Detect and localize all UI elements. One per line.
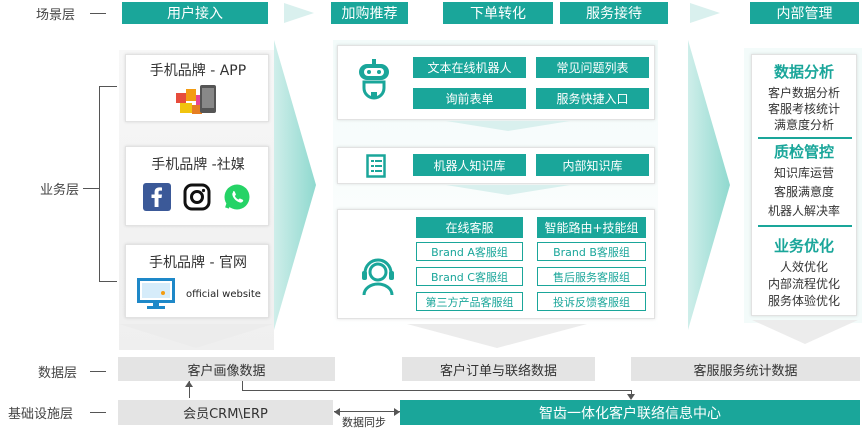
item-bot-resolution-rate: 机器人解决率: [767, 204, 840, 218]
label-dash: [90, 371, 106, 372]
channel-title-social: 手机品牌 -社媒: [151, 157, 245, 173]
connector-line: [189, 381, 190, 398]
down-triangle: [119, 324, 273, 348]
infra-contact-center: 智齿一体化客户联络信息中心: [400, 400, 860, 425]
flow-arrow-right: [688, 40, 744, 354]
infra-crm-erp: 会员CRM\ERP: [118, 400, 333, 425]
facebook-icon: [143, 183, 171, 215]
group-after-sales: 售后服务客服组: [537, 267, 646, 286]
panel-chatbot: 文本在线机器人 常见问题列表 询前表单 服务快捷入口: [337, 45, 655, 120]
item-experience-optimization: 服务体验优化: [767, 294, 840, 308]
layer-label-data: 数据层: [38, 366, 78, 381]
panel-knowledge: 机器人知识库 内部知识库: [337, 147, 655, 184]
down-triangle: [407, 324, 587, 348]
scene-service-reception: 服务接待: [560, 2, 668, 24]
panel-down-arrow: [446, 185, 570, 195]
data-order-contact: 客户订单与联络数据: [402, 357, 595, 381]
label-dash: [83, 188, 99, 189]
layer-label-business: 业务层: [40, 183, 80, 198]
connector-line: [242, 390, 631, 391]
whatsapp-icon: [223, 183, 251, 215]
item-service-evaluation: 客服考核统计: [767, 102, 840, 116]
robot-icon: [356, 58, 392, 104]
flow-arrow-left: [274, 40, 330, 354]
channel-title-app: 手机品牌 - APP: [149, 63, 247, 79]
btn-pre-inquiry-form: 询前表单: [413, 88, 526, 109]
website-caption: official website: [186, 289, 261, 300]
scene-arrow: [690, 3, 720, 23]
layer-label-scene: 场景层: [36, 8, 76, 23]
section-divider: [758, 137, 852, 139]
sync-arrow-right: [394, 408, 400, 416]
sync-arrow-left: [334, 408, 340, 416]
item-customer-data-analysis: 客户数据分析: [767, 86, 840, 100]
header-smart-routing: 智能路由+技能组: [537, 217, 646, 238]
data-service-stats: 客服服务统计数据: [631, 357, 860, 381]
panel-down-arrow: [446, 121, 570, 131]
scene-internal-management: 内部管理: [750, 2, 859, 24]
heading-business-optimization: 业务优化: [773, 237, 834, 255]
item-efficiency: 人效优化: [779, 260, 828, 274]
btn-text-chatbot: 文本在线机器人: [413, 57, 526, 78]
item-agent-satisfaction: 客服满意度: [773, 185, 834, 199]
scene-cart-recommend: 加购推荐: [331, 2, 408, 24]
item-knowledge-ops: 知识库运营: [773, 166, 834, 180]
group-brand-c: Brand C客服组: [416, 267, 523, 286]
instagram-icon: [183, 183, 211, 215]
channel-card-social: 手机品牌 -社媒: [125, 146, 269, 226]
heading-quality-control: 质检管控: [773, 143, 834, 161]
channel-card-website: 手机品牌 - 官网 official website: [125, 244, 269, 318]
btn-internal-knowledge-base: 内部知识库: [536, 154, 649, 176]
business-bracket: [99, 86, 117, 282]
header-online-service: 在线客服: [416, 217, 523, 238]
down-triangle: [752, 320, 858, 344]
monitor-icon: [137, 278, 175, 314]
data-customer-profile: 客户画像数据: [118, 357, 335, 381]
item-process-optimization: 内部流程优化: [767, 277, 840, 291]
headset-agent-icon: [359, 257, 397, 301]
channel-title-website: 手机品牌 - 官网: [149, 255, 247, 271]
group-complaint-feedback: 投诉反馈客服组: [537, 292, 646, 311]
btn-bot-knowledge-base: 机器人知识库: [413, 154, 526, 176]
connector-arrowhead: [627, 394, 635, 400]
btn-service-quick-entry: 服务快捷入口: [536, 88, 649, 109]
label-dash: [90, 412, 106, 413]
panel-internal-management: 数据分析 客户数据分析 客服考核统计 满意度分析 质检管控 知识库运营 客服满意…: [751, 54, 857, 316]
item-satisfaction-analysis: 满意度分析: [773, 118, 834, 132]
connector-line: [242, 381, 243, 390]
app-image-icon: [174, 83, 222, 121]
sync-line: [334, 411, 400, 412]
section-divider: [758, 225, 852, 227]
heading-data-analysis: 数据分析: [773, 63, 834, 81]
connector-arrowhead: [185, 381, 193, 387]
group-brand-b: Brand B客服组: [537, 242, 646, 261]
panel-agent-groups: 在线客服 智能路由+技能组 Brand A客服组 Brand B客服组 Bran…: [337, 209, 655, 319]
group-brand-a: Brand A客服组: [416, 242, 523, 261]
document-icon: [366, 154, 386, 182]
label-dash: [90, 13, 106, 14]
group-third-party: 第三方产品客服组: [416, 292, 523, 311]
scene-user-access: 用户接入: [122, 2, 268, 24]
scene-arrow: [284, 3, 314, 23]
layer-label-infra: 基础设施层: [8, 407, 74, 422]
btn-faq-list: 常见问题列表: [536, 57, 649, 78]
sync-label: 数据同步: [342, 416, 386, 429]
channel-card-app: 手机品牌 - APP: [125, 54, 269, 122]
scene-order-conversion: 下单转化: [443, 2, 553, 24]
